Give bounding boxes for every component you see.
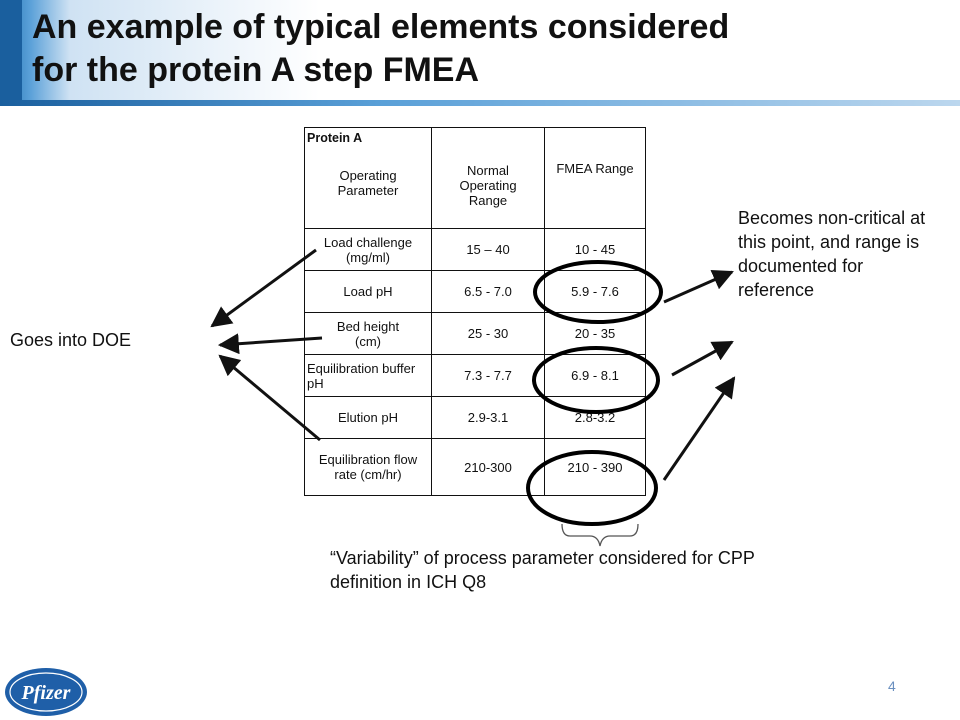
- table-header-row: Protein A Operating Parameter Normal Ope…: [304, 127, 646, 229]
- parameter-cell: Equilibration flow rate (cm/hr): [304, 438, 432, 496]
- parameter-text: Load challenge (mg/ml): [323, 234, 413, 265]
- arrow-to-noncritical-3: [662, 376, 736, 481]
- noncritical-annotation: Becomes non-critical at this point, and …: [738, 208, 926, 300]
- fmea-range-text: 210 - 390: [567, 459, 623, 475]
- normal-range-cell: 210-300: [431, 438, 545, 496]
- fmea-range-cell: 210 - 390: [544, 438, 646, 496]
- normal-range-cell: 6.5 - 7.0: [431, 270, 545, 313]
- header-normal-range: Normal Operating Range: [431, 127, 545, 229]
- arrow-to-doe-1: [210, 248, 317, 328]
- normal-range-text: 6.5 - 7.0: [464, 284, 512, 299]
- slide-title-line-2: for the protein A step FMEA: [32, 51, 480, 89]
- normal-range-text: 25 - 30: [467, 326, 509, 341]
- header-text: FMEA Range: [556, 160, 634, 176]
- title-band: [0, 0, 960, 104]
- parameter-text: Load pH: [343, 284, 393, 299]
- doe-annotation: Goes into DOE: [10, 330, 132, 350]
- table-row: Equilibration flow rate (cm/hr) 210-300 …: [304, 438, 646, 496]
- header-text: Normal Operating Range: [459, 162, 517, 208]
- header-operating-parameter: Protein A Operating Parameter: [304, 127, 432, 229]
- page-number: 4: [888, 678, 896, 694]
- table-row: Bed height (cm) 25 - 30 20 - 35: [304, 312, 646, 355]
- pfizer-logo: Pfizer: [5, 668, 87, 716]
- fmea-range-cell: 2.8-3.2: [544, 396, 646, 439]
- parameter-text: Elution pH: [338, 410, 398, 425]
- title-accent-bar: [0, 0, 22, 104]
- variability-annotation: “Variability” of process parameter consi…: [330, 548, 755, 592]
- parameter-cell: Equilibration buffer pH: [304, 354, 432, 397]
- title-rule: [0, 100, 960, 106]
- fmea-table: Protein A Operating Parameter Normal Ope…: [304, 127, 646, 496]
- normal-range-cell: 7.3 - 7.7: [431, 354, 545, 397]
- table-corner-label: Protein A: [307, 131, 363, 145]
- normal-range-text: 7.3 - 7.7: [464, 368, 512, 383]
- fmea-range-text: 20 - 35: [574, 326, 616, 341]
- highlight-ellipse-flow-rate: [526, 450, 658, 526]
- highlight-ellipse-equilibration-ph: [532, 346, 660, 414]
- fmea-range-cell: 6.9 - 8.1: [544, 354, 646, 397]
- table-row: Load challenge (mg/ml) 15 – 40 10 - 45: [304, 228, 646, 271]
- normal-range-text: 210-300: [464, 459, 512, 475]
- arrow-to-doe-2: [217, 333, 323, 355]
- fmea-range-text: 6.9 - 8.1: [571, 368, 619, 383]
- pfizer-logo-text: Pfizer: [21, 682, 71, 704]
- slide-title: An example of typical elements considere…: [32, 6, 932, 92]
- arrow-to-noncritical-2: [671, 340, 734, 377]
- parameter-cell: Load challenge (mg/ml): [304, 228, 432, 271]
- fmea-range-text: 2.8-3.2: [574, 410, 616, 425]
- parameter-text: Equilibration flow rate (cm/hr): [318, 452, 418, 482]
- arrow-to-doe-3: [218, 354, 321, 442]
- table-row: Load pH 6.5 - 7.0 5.9 - 7.6: [304, 270, 646, 313]
- parameter-text: Equilibration buffer pH: [307, 360, 416, 391]
- normal-range-text: 2.9-3.1: [467, 410, 509, 425]
- fmea-range-text: 5.9 - 7.6: [571, 284, 619, 299]
- normal-range-text: 15 – 40: [466, 242, 510, 257]
- range-brace: [561, 523, 639, 547]
- table-row: Equilibration buffer pH 7.3 - 7.7 6.9 - …: [304, 354, 646, 397]
- normal-range-cell: 25 - 30: [431, 312, 545, 355]
- fmea-range-text: 10 - 45: [574, 242, 616, 257]
- parameter-text: Bed height (cm): [336, 318, 400, 349]
- normal-range-cell: 15 – 40: [431, 228, 545, 271]
- slide-title-line-1: An example of typical elements considere…: [32, 8, 730, 46]
- parameter-cell: Bed height (cm): [304, 312, 432, 355]
- header-text: Operating Parameter: [337, 168, 399, 198]
- arrow-to-noncritical-1: [663, 270, 734, 304]
- highlight-ellipse-load-ph: [533, 260, 663, 324]
